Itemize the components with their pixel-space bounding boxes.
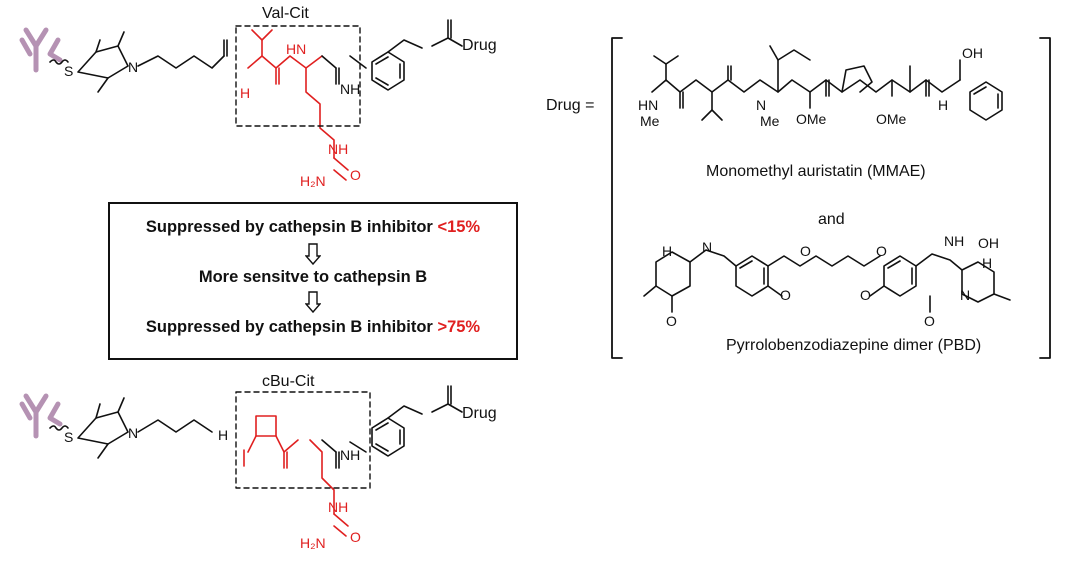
mmae-me-label: Me: [640, 113, 660, 129]
top-benzyl-carbonate: [387, 39, 423, 53]
pbd-n-right-label: N: [960, 287, 970, 303]
top-urea-nh-label: NH: [328, 141, 348, 157]
pbd-carbonyl-o-left-label: O: [666, 313, 677, 329]
pbd-carbonyl-o-right-label: O: [924, 313, 935, 329]
bottom-succinimide-ring: [77, 397, 129, 459]
bottom-benzene-ring: [371, 417, 405, 457]
pbd-o4-label: O: [860, 287, 871, 303]
bottom-urea-h2n-label: H₂N: [300, 535, 326, 551]
callout-line-1: Suppressed by cathepsin B inhibitor <15%: [110, 218, 516, 237]
cathepsin-callout-box: Suppressed by cathepsin B inhibitor <15%…: [108, 202, 518, 360]
bottom-drug-label: Drug: [462, 405, 497, 422]
callout-line-1-value: <15%: [437, 218, 481, 236]
mmae-n-label: N: [756, 97, 766, 113]
top-wavy-bond: [49, 59, 69, 65]
callout-line-1-text: Suppressed by cathepsin B inhibitor: [145, 218, 433, 236]
bottom-imide-n-label: N: [128, 425, 138, 441]
mmae-name-label: Monomethyl auristatin (MMAE): [706, 163, 926, 180]
conjunction-label: and: [818, 211, 845, 228]
mmae-ome2-label: OMe: [876, 111, 907, 127]
callout-line-3: Suppressed by cathepsin B inhibitor >75%: [110, 318, 516, 337]
top-urea-o-label: O: [350, 167, 361, 183]
bottom-anilide-nh-label: NH: [340, 447, 360, 463]
mmae-nme-label: Me: [760, 113, 780, 129]
drug-equals-label: Drug =: [546, 97, 594, 114]
bottom-cbu-cit-box: [235, 391, 371, 489]
top-val-hn-label: HN: [286, 41, 306, 57]
mmae-amide-h-label: H: [938, 97, 948, 113]
top-imide-n-label: N: [128, 59, 138, 75]
pbd-name-label: Pyrrolobenzodiazepine dimer (PBD): [726, 337, 981, 354]
mmae-hn-label: HN: [638, 97, 658, 113]
bottom-urea-o-label: O: [350, 529, 361, 545]
top-val-cit-structure: [247, 29, 349, 181]
top-val-nh-label: H: [240, 85, 250, 101]
top-val-cit-box: [235, 25, 361, 127]
bottom-alkyl-chain: [137, 419, 213, 433]
pbd-structure: [643, 249, 1011, 313]
pbd-o2-label: O: [876, 243, 887, 259]
top-drug-label: Drug: [462, 37, 497, 54]
down-arrow-icon: [305, 291, 321, 314]
top-antibody-icon: [19, 27, 63, 73]
bottom-urea-nh-label: NH: [328, 499, 348, 515]
pbd-n-left-label: N: [702, 239, 712, 255]
left-bracket: [611, 37, 623, 359]
pbd-o1-label: O: [800, 243, 811, 259]
val-cit-label: Val-Cit: [262, 5, 309, 22]
top-succinimide-ring: [77, 31, 129, 93]
pbd-h-left-label: H: [662, 243, 672, 259]
bottom-antibody-icon: [19, 393, 63, 439]
callout-line-2: More sensitve to cathepsin B: [198, 268, 428, 286]
mmae-ome1-label: OMe: [796, 111, 827, 127]
callout-line-3-text: Suppressed by cathepsin B inhibitor: [145, 318, 433, 336]
down-arrow-icon: [305, 243, 321, 266]
top-anilide-nh-label: NH: [340, 81, 360, 97]
bottom-sulfur-label: S: [64, 429, 73, 445]
cbu-cit-label: cBu-Cit: [262, 373, 315, 390]
top-benzene-ring: [371, 51, 405, 91]
mmae-oh-label: OH: [962, 45, 983, 61]
top-alkyl-chain: [137, 55, 225, 69]
callout-line-3-value: >75%: [437, 318, 481, 336]
pbd-o3-label: O: [780, 287, 791, 303]
pbd-h-right-label: H: [982, 255, 992, 271]
top-urea-h2n-label: H₂N: [300, 173, 326, 189]
mmae-structure: [651, 45, 1003, 121]
right-bracket: [1039, 37, 1051, 359]
bottom-cbu-cit-structure: [243, 415, 349, 537]
pbd-nh-label: NH: [944, 233, 964, 249]
bottom-amide-h-label: H: [218, 427, 228, 443]
pbd-oh-label: OH: [978, 235, 999, 251]
top-sulfur-label: S: [64, 63, 73, 79]
